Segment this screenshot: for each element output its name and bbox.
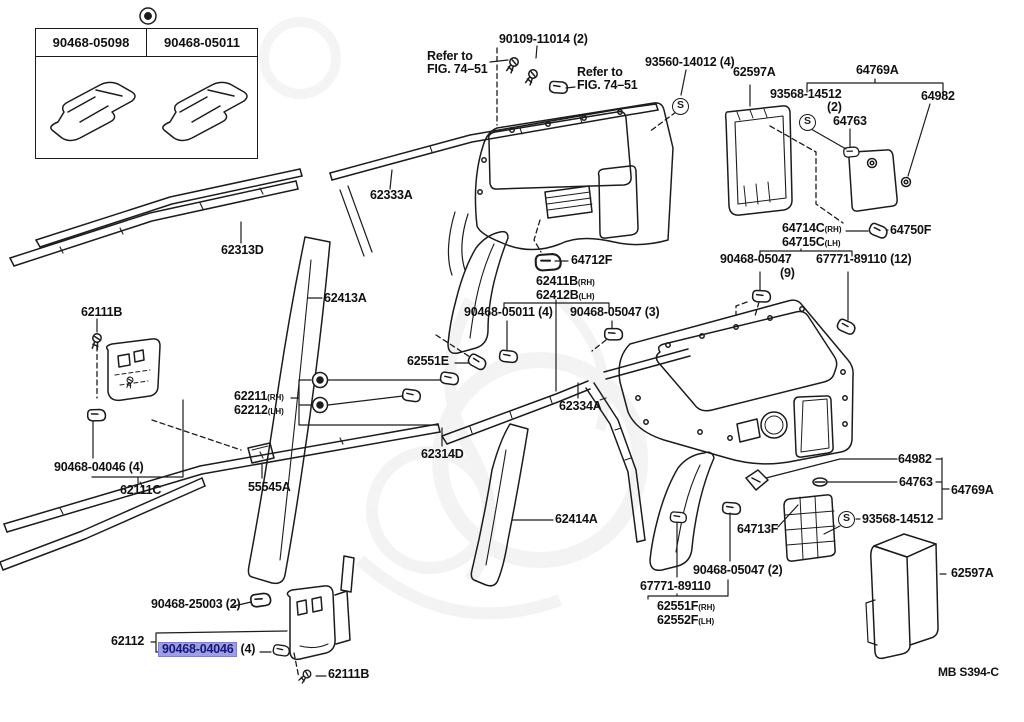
label-62313d: 62313D (221, 243, 264, 257)
label-62551f-62552f: 62551F(RH) 62552F(LH) (657, 600, 715, 628)
leader-lines (91, 45, 950, 677)
label-62414a: 62414A (555, 512, 598, 526)
label-refer-fig-7451-b: Refer to FIG. 74–51 (577, 65, 638, 92)
label-93568-14512-top: 93568-14512 (770, 87, 842, 101)
table-header-row: 90468-05098 90468-05011 (36, 29, 257, 57)
label-64982-top: 64982 (921, 89, 955, 103)
label-64763-top: 64763 (833, 114, 867, 128)
label-64713f: 64713F (737, 522, 779, 536)
label-93568-qty: (2) (827, 100, 842, 114)
part-62313d-molding (9, 168, 303, 267)
table-part-number-1: 90468-05098 (52, 35, 130, 50)
part-62333a-roof-rail (329, 103, 659, 181)
label-67771-89110-bot: 67771-89110 (640, 579, 711, 593)
part-number: 62412B (536, 288, 579, 302)
standard-part-symbol: S (672, 98, 689, 115)
part-62314d-molding (0, 423, 441, 571)
label-64769a-top: 64769A (856, 63, 899, 77)
part-number: 62411B (536, 274, 578, 288)
part-number: 62212 (234, 403, 268, 417)
quantity-suffix: (4) (240, 642, 256, 656)
label-62597a-top: 62597A (733, 65, 776, 79)
bullseye-markers (311, 371, 329, 414)
label-64769a-bot: 64769A (951, 483, 994, 497)
label-90468-05047-9-qty: (9) (780, 266, 795, 280)
label-64763-bot: 64763 (899, 475, 933, 489)
part-number: 64714C (782, 221, 825, 235)
side-suffix: (RH) (267, 393, 284, 402)
part-62414a-pillar-trim (470, 423, 529, 587)
dashed-lines (96, 47, 844, 679)
fasteners (85, 55, 912, 685)
side-suffix: (LH) (824, 239, 841, 248)
label-90468-05047-9: 90468-05047 (720, 252, 792, 266)
part-quarter-panel-lower (618, 299, 854, 465)
label-62314d: 62314D (421, 447, 464, 461)
table-clip-art (50, 7, 248, 142)
figure-code: MB S394-C (938, 665, 999, 679)
label-62111b-bot: 62111B (328, 667, 370, 681)
part-number: 64715C (782, 235, 825, 249)
clip-reference-table: 90468-05098 90468-05011 (35, 28, 258, 159)
label-90468-04046-selected-row: 90468-04046(4) (158, 642, 255, 657)
label-62333a: 62333A (370, 188, 413, 202)
part-64713f-vent-grille (783, 494, 836, 562)
label-62112: 62112 (111, 634, 145, 648)
side-suffix: (LH) (698, 617, 715, 626)
side-suffix: (RH) (577, 278, 595, 287)
part-62112-cowl-trim (286, 585, 351, 661)
label-93568-14512-bot: 93568-14512 (862, 512, 934, 526)
part-62551f-lower-trim (649, 451, 715, 572)
label-64712f: 64712F (571, 253, 613, 267)
label-93560-14012: 93560-14012 (4) (645, 55, 735, 69)
part-62413a-pillar-trim (247, 185, 373, 593)
side-suffix: (LH) (578, 292, 595, 301)
label-64714c-64715c: 64714C(RH) 64715C(LH) (782, 222, 841, 250)
part-55545a-plate (247, 442, 275, 464)
label-55545a: 55545A (248, 480, 291, 494)
selected-part-number[interactable]: 90468-04046 (158, 642, 238, 657)
label-67771-89110-12: 67771-89110 (12) (816, 252, 912, 266)
label-64982-bot: 64982 (898, 452, 932, 466)
part-number: 62552F (657, 613, 699, 627)
label-90468-05047-3: 90468-05047 (3) (570, 305, 660, 319)
side-suffix: (RH) (698, 603, 716, 612)
table-part-number-2: 90468-05011 (146, 29, 257, 56)
side-suffix: (RH) (824, 225, 842, 234)
label-62111b-top: 62111B (81, 305, 123, 319)
side-suffix: (LH) (267, 407, 284, 416)
label-refer-fig-7451-a: Refer to FIG. 74–51 (427, 49, 488, 76)
label-62413a: 62413A (324, 291, 367, 305)
label-90468-05047-2: 90468-05047 (2) (693, 563, 783, 577)
part-number: 62551F (657, 599, 699, 613)
label-90109-11014: 90109-11014 (2) (499, 32, 588, 46)
part-62334a-window-molding (441, 348, 691, 543)
standard-part-symbol: S (799, 114, 816, 131)
part-62597a-speaker-box-lower (865, 533, 939, 660)
label-62211-62212: 62211(RH) 62212(LH) (234, 390, 284, 418)
watermark (259, 17, 648, 620)
part-62111c-bracket-panel (105, 338, 161, 402)
part-62597a-speaker-grille-upper (724, 105, 793, 216)
label-90468-04046-4-top: 90468-04046 (4) (54, 460, 144, 474)
label-64750f: 64750F (890, 223, 932, 237)
label-62551e: 62551E (407, 354, 449, 368)
label-90468-05011-4: 90468-05011 (4) (464, 305, 553, 319)
label-62111c: 62111C (120, 483, 162, 497)
part-quarter-trim-upper (447, 102, 674, 276)
part-62411b-lower-trim (447, 230, 509, 355)
label-62597a-bot: 62597A (951, 566, 994, 580)
label-62334a: 62334A (559, 399, 602, 413)
part-number: 62211 (234, 389, 268, 403)
standard-part-symbol: S (838, 511, 855, 528)
label-62411b-62412b: 62411B(RH) 62412B(LH) (536, 275, 595, 303)
label-90468-25003: 90468-25003 (2) (151, 597, 241, 611)
